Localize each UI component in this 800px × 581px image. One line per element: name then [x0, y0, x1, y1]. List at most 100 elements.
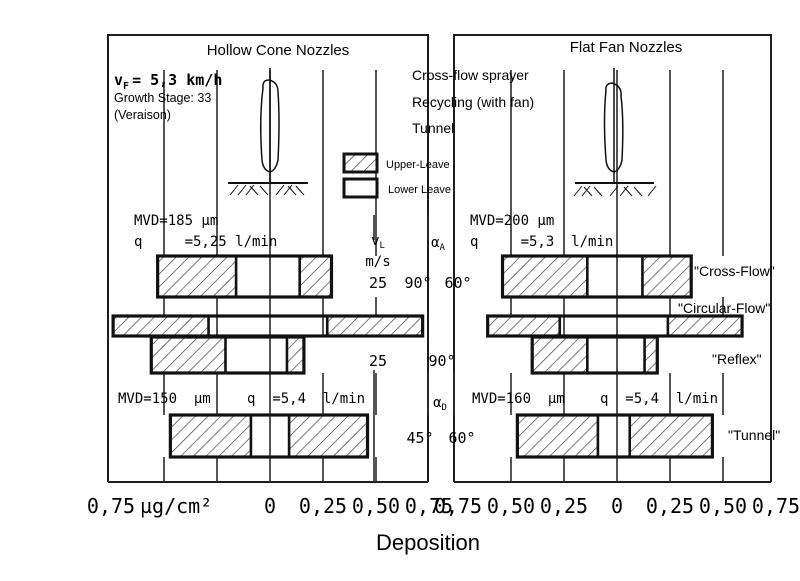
vine-plant-icon-right	[573, 68, 657, 197]
x-tick-label: 0,75	[87, 494, 135, 518]
left-panel-title: Hollow Cone Nozzles	[207, 42, 350, 59]
label-reflex: "Reflex"	[712, 351, 762, 367]
bar-lower-right	[270, 256, 300, 297]
bar-upper-left	[151, 337, 226, 373]
vine-plant-icon-left	[228, 68, 308, 196]
alpha-d-symbol: α	[433, 395, 442, 411]
x-axis-title: Deposition	[376, 530, 480, 555]
right-q-bottom: q =5,4 l/min	[600, 391, 718, 407]
tunnel-angle-2: 60°	[448, 429, 475, 447]
bar-outline	[149, 335, 306, 375]
left-q-bottom: q =5,4 l/min	[247, 391, 365, 407]
bar-upper-left	[487, 316, 560, 336]
bar-lower-right	[617, 415, 630, 457]
left-q-top: q =5,25 l/min	[134, 234, 277, 250]
bar-outline	[530, 335, 659, 375]
x-tick-label: 0,50	[487, 494, 535, 518]
center-column: vL m/s αA 25 90° 60° 25 90° αD 45° 60°	[365, 215, 476, 482]
svg-text:vF= 5,3 km/h: vF= 5,3 km/h	[114, 71, 222, 92]
bar-lower-right	[270, 337, 287, 373]
speed-symbol: v	[114, 71, 123, 89]
right-panel-frame	[453, 34, 772, 483]
bar-group-circular-flow	[486, 314, 744, 338]
bar-group-cross-flow	[156, 254, 334, 299]
bar-lower-right	[617, 256, 643, 297]
legend: Upper-Leave Lower Leave	[342, 152, 451, 199]
bar-upper-right	[629, 415, 713, 457]
bar-lower-left	[236, 256, 270, 297]
tunnel-angle-1: 45°	[406, 429, 433, 447]
bar-lower-right	[270, 316, 328, 336]
bar-upper-right	[286, 337, 304, 373]
x-tick-label: 0,25	[299, 494, 347, 518]
bar-upper-left	[532, 337, 588, 373]
veraison-label: (Veraison)	[114, 108, 171, 122]
bar-upper-left	[170, 415, 251, 457]
x-tick-label: 0	[264, 494, 276, 518]
speed-value: = 5,3 km/h	[132, 71, 222, 89]
bar-upper-right	[289, 415, 368, 457]
legend-label-lower: Lower Leave	[388, 184, 451, 196]
bar-lower-left	[587, 256, 617, 297]
bar-upper-right	[667, 316, 743, 336]
bar-outline	[168, 413, 370, 459]
bar-upper-left	[502, 256, 588, 297]
bar-group-reflex	[149, 335, 306, 375]
bar-outline	[156, 254, 334, 299]
right-mvd-bottom: MVD=160 µm	[472, 391, 565, 407]
bar-group-reflex	[530, 335, 659, 375]
growth-stage-label: Growth Stage: 33	[114, 91, 211, 105]
cross-flow-angle-1: 90°	[404, 274, 431, 292]
right-panel-title: Flat Fan Nozzles	[570, 39, 683, 56]
x-tick-label: 0,50	[699, 494, 747, 518]
sprayer-type-2: Recycling (with fan)	[412, 94, 534, 110]
speed-label: vF= 5,3 km/h	[114, 71, 222, 92]
cross-flow-angle-2: 60°	[444, 274, 471, 292]
right-q-top: q =5,3 l/min	[470, 234, 613, 250]
bars	[111, 254, 744, 459]
label-tunnel: "Tunnel"	[728, 427, 780, 443]
right-panel-grid	[510, 70, 724, 482]
x-tick-label: 0,50	[352, 494, 400, 518]
speed-subscript: F	[123, 81, 129, 92]
svg-text:vL: vL	[371, 233, 385, 251]
vl-symbol: v	[371, 233, 379, 249]
x-tick-label: 0,25	[646, 494, 694, 518]
cross-flow-vl: 25	[369, 274, 387, 292]
bar-lower-left	[597, 415, 617, 457]
bar-upper-right	[642, 256, 692, 297]
bar-upper-right	[327, 316, 423, 336]
legend-swatch-upper	[342, 152, 379, 174]
bar-group-cross-flow	[500, 254, 693, 299]
vl-unit: m/s	[365, 254, 390, 270]
bar-lower-left	[559, 316, 617, 336]
bar-lower-left	[225, 337, 270, 373]
right-mvd-top: MVD=200 µm	[470, 213, 554, 229]
bar-group-tunnel	[515, 413, 714, 459]
svg-text:αD: αD	[433, 395, 447, 413]
left-mvd-bottom: MVD=150 µm	[118, 391, 211, 407]
alpha-a-subscript: A	[440, 243, 446, 253]
x-tick-label: 0	[611, 494, 623, 518]
x-tick-label: 0,75	[405, 494, 453, 518]
bar-lower-left	[208, 316, 270, 336]
bar-upper-right	[644, 337, 658, 373]
bar-lower-right	[617, 337, 645, 373]
bar-lower-right	[270, 415, 290, 457]
bar-upper-left	[517, 415, 598, 457]
bar-group-circular-flow	[111, 314, 425, 338]
sprayer-type-3: Tunnel	[412, 120, 454, 136]
alpha-d-subscript: D	[442, 403, 447, 413]
left-mvd-top: MVD=185 µm	[134, 213, 218, 229]
vl-subscript: L	[380, 241, 385, 251]
bar-lower-left	[587, 337, 617, 373]
bar-outline	[515, 413, 714, 459]
bar-lower-right	[617, 316, 668, 336]
reflex-angle: 90°	[428, 352, 455, 370]
label-circular-flow: "Circular-Flow"	[678, 300, 770, 316]
alpha-a-symbol: α	[431, 235, 440, 251]
x-tick-label: 0,25	[540, 494, 588, 518]
bar-group-tunnel	[168, 413, 370, 459]
